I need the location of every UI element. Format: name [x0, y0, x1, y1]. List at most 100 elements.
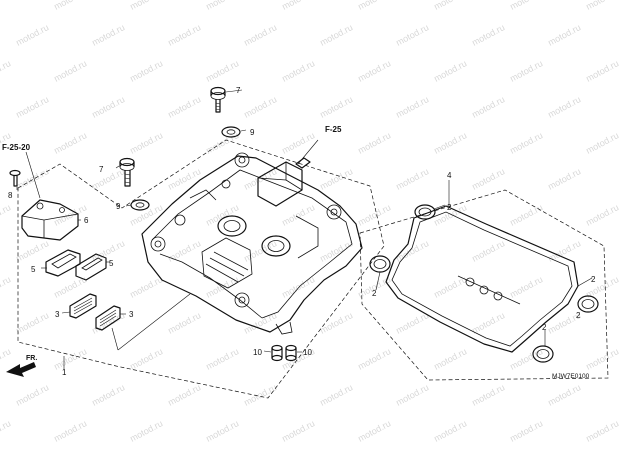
watermark-text: motod.ru [14, 382, 50, 408]
watermark-text: motod.ru [280, 130, 316, 156]
callout-9b: 9 [116, 202, 121, 211]
watermark-text: motod.ru [128, 346, 164, 372]
washer-upper-9 [221, 126, 241, 138]
watermark-text: motod.ru [280, 0, 316, 12]
watermark-text: motod.ru [14, 22, 50, 48]
watermark-text: motod.ru [470, 22, 506, 48]
watermark-text: motod.ru [318, 382, 354, 408]
watermark-text: motod.ru [508, 58, 544, 84]
watermark-text: motod.ru [508, 274, 544, 300]
watermark-text: motod.ru [242, 22, 278, 48]
dowel-10a [271, 344, 283, 362]
watermark-text: motod.ru [14, 238, 50, 264]
seal-2b [369, 255, 391, 273]
watermark-text: motod.ru [546, 94, 582, 120]
breather-cover-6 [21, 199, 79, 241]
watermark-text: motod.ru [356, 202, 392, 228]
watermark-text: motod.ru [128, 202, 164, 228]
watermark-text: motod.ru [14, 94, 50, 120]
watermark-text: motod.ru [242, 382, 278, 408]
watermark-text: motod.ru [394, 166, 430, 192]
watermark-text: motod.ru [584, 418, 620, 444]
watermark-text: motod.ru [508, 130, 544, 156]
mesh-filter-3b [95, 305, 121, 331]
watermark-text: motod.ru [242, 94, 278, 120]
watermark-text: motod.ru [546, 238, 582, 264]
watermark-text: motod.ru [470, 238, 506, 264]
watermark-text: motod.ru [432, 58, 468, 84]
watermark-text: motod.ru [508, 202, 544, 228]
watermark-text: motod.ru [90, 166, 126, 192]
watermark-text: motod.ru [432, 418, 468, 444]
watermark-text: motod.ru [432, 0, 468, 12]
head-cover-gasket-4 [385, 205, 579, 353]
separator-plate-5a [45, 249, 81, 277]
watermark-text: motod.ru [166, 310, 202, 336]
watermark-text: motod.ru [128, 130, 164, 156]
callout-10b: 10 [303, 348, 312, 357]
watermark-text: motod.ru [356, 130, 392, 156]
watermark-text: motod.ru [584, 58, 620, 84]
watermark-text: motod.ru [166, 166, 202, 192]
watermark-text: motod.ru [128, 418, 164, 444]
washer-left-9 [130, 199, 150, 211]
watermark-text: motod.ru [52, 0, 88, 12]
watermark-text: motod.ru [470, 94, 506, 120]
watermark-text: motod.ru [470, 382, 506, 408]
watermark-text: motod.ru [128, 274, 164, 300]
callout-2a: 2 [447, 203, 452, 212]
watermark-text: motod.ru [0, 346, 12, 372]
callout-3b: 3 [129, 310, 134, 319]
watermark-text: motod.ru [394, 382, 430, 408]
seal-2a [414, 204, 436, 220]
watermark-text: motod.ru [356, 0, 392, 12]
watermark-text: motod.ru [52, 346, 88, 372]
watermark-text: motod.ru [394, 310, 430, 336]
watermark-text: motod.ru [470, 310, 506, 336]
watermark-text: motod.ru [432, 346, 468, 372]
labels: F-25-20 F-25 MJW7E0100 FR. 1 4 2 2 2 2 2… [2, 86, 596, 380]
front-arrow-icon [6, 362, 36, 377]
watermark-text: motod.ru [204, 202, 240, 228]
watermark-text: motod.ru [204, 0, 240, 12]
watermark-text: motod.ru [0, 274, 12, 300]
callout-2c: 2 [591, 275, 596, 284]
callout-3a: 3 [55, 310, 60, 319]
watermark-text: motod.ru [394, 238, 430, 264]
watermark-text: motod.ru [280, 58, 316, 84]
callout-7b: 7 [99, 165, 104, 174]
watermark-text: motod.ru [432, 130, 468, 156]
watermark-text: motod.ru [0, 58, 12, 84]
watermark-text: motod.ru [166, 22, 202, 48]
frame-ref-label: F-25-20 [2, 143, 31, 152]
callout-2e: 2 [576, 311, 581, 320]
watermark-text: motod.ru [546, 382, 582, 408]
callout-7a: 7 [236, 86, 241, 95]
leader-lines [16, 89, 593, 370]
watermark-text: motod.ru [128, 0, 164, 12]
callout-4: 4 [447, 171, 452, 180]
gasket-assembly-outline [359, 189, 609, 381]
watermark-text: motod.ru [52, 130, 88, 156]
bolt-8 [9, 169, 21, 187]
callout-2b: 2 [372, 289, 377, 298]
bolt-upper-7 [210, 86, 226, 113]
watermark-text: motod.ru [204, 418, 240, 444]
watermark-text: motod.ru [318, 22, 354, 48]
watermark-text: motod.ru [546, 22, 582, 48]
breather-ref-label: F-25 [325, 125, 342, 134]
watermark-text: motod.ru [0, 0, 12, 12]
watermark-text: motod.ru [52, 418, 88, 444]
watermark-text: motod.ru [470, 166, 506, 192]
watermark-text: motod.ru [356, 418, 392, 444]
cylinder-head-cover [141, 152, 363, 335]
watermark-text: motod.ru [166, 238, 202, 264]
watermark-text: motod.ru [546, 166, 582, 192]
watermark-text: motod.ru [14, 310, 50, 336]
watermark-text: motod.ru [280, 274, 316, 300]
dowel-10b [285, 344, 297, 362]
watermark-text: motod.ru [584, 0, 620, 12]
